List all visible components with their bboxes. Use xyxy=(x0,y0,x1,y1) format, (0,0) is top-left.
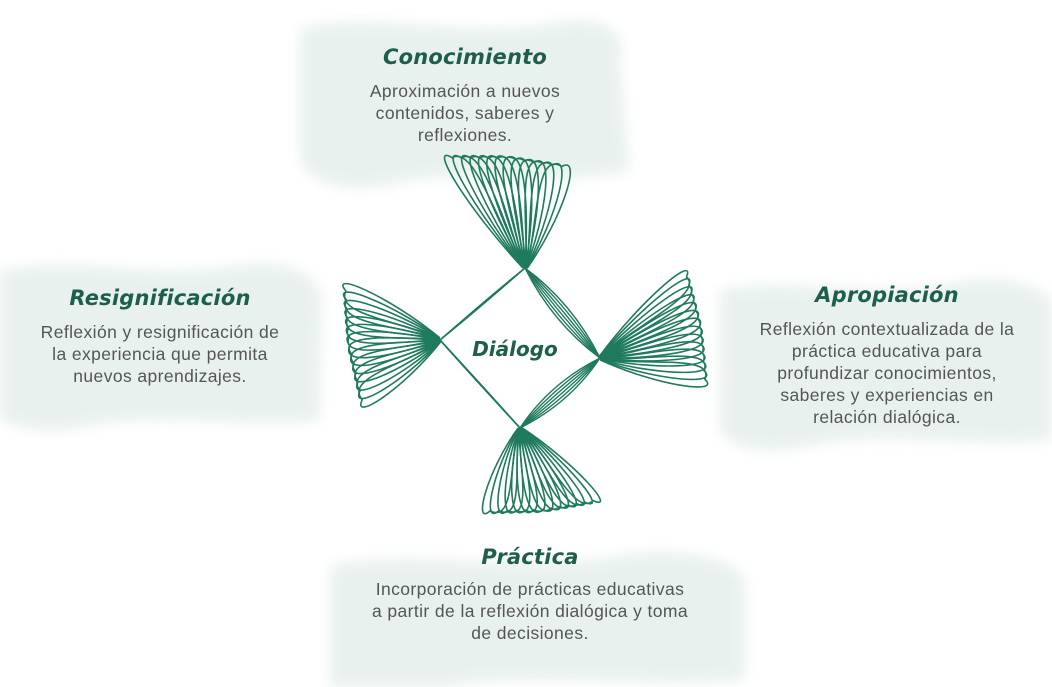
description-line: reflexiones. xyxy=(417,125,513,145)
section-title: Resignificación xyxy=(69,286,251,310)
spiral-arm-right xyxy=(598,270,709,388)
description-line: Aproximación a nuevos xyxy=(369,81,561,101)
wash-bottom xyxy=(330,551,745,687)
description-line: la experiencia que permita xyxy=(52,344,268,364)
description-line: Reflexión y resignificación de xyxy=(40,322,280,342)
description-line: nuevos aprendizajes. xyxy=(73,366,247,386)
connector-strand xyxy=(524,267,601,359)
spiral-loop xyxy=(526,163,572,269)
spiral-arm-bottom xyxy=(481,427,602,515)
connector-strand xyxy=(519,357,601,429)
spiral-loop xyxy=(600,355,708,381)
wash-left xyxy=(0,263,322,431)
connector-strand xyxy=(439,267,526,341)
section-title: Práctica xyxy=(481,545,579,569)
section-description: Reflexión contextualizada de la práctica… xyxy=(722,318,1052,428)
description-line: saberes y experiencias en xyxy=(780,385,994,405)
connector-strand xyxy=(524,267,601,359)
connector-strand xyxy=(519,357,601,429)
section-description: Aproximación a nuevos contenidos, sabere… xyxy=(300,80,630,146)
spiral-connector xyxy=(439,339,521,429)
wash-top xyxy=(300,20,630,189)
connector-strand xyxy=(519,357,601,429)
spiral-loop xyxy=(600,359,709,388)
description-line: relación dialógica. xyxy=(813,407,961,427)
spiral-loop xyxy=(354,340,441,391)
section-conocimiento: Conocimiento Aproximación a nuevos conte… xyxy=(300,44,630,146)
spiral-loop xyxy=(521,427,602,505)
section-description: Incorporación de prácticas educativas a … xyxy=(320,578,740,644)
connector-strand xyxy=(519,357,601,429)
spiral-arm-left xyxy=(342,282,441,408)
connector-strand xyxy=(524,267,601,359)
spiral-connector xyxy=(439,267,526,341)
spiral-loop xyxy=(358,341,441,408)
connector-strand xyxy=(524,267,601,359)
background-washes xyxy=(0,20,1052,687)
section-apropiacion: Apropiación Reflexión contextualizada de… xyxy=(722,282,1052,428)
spiral-loop xyxy=(599,286,695,358)
description-line: práctica educativa para xyxy=(791,341,983,361)
spiral-loop xyxy=(520,427,586,507)
spiral-connector xyxy=(519,357,601,429)
spiral-connector xyxy=(524,267,601,359)
spiral-arm-top xyxy=(443,154,572,269)
spiral-loop xyxy=(520,427,578,509)
connector-strand xyxy=(519,357,601,429)
description-line: de decisiones. xyxy=(471,623,589,643)
section-title: Apropiación xyxy=(815,283,959,307)
connector-strand xyxy=(524,267,601,359)
wash-right xyxy=(720,279,1052,451)
center-label: Diálogo xyxy=(472,337,558,361)
description-line: profundizar conocimientos, xyxy=(777,363,997,383)
spiral-loop xyxy=(356,341,441,400)
section-description: Reflexión y resignificación de la experi… xyxy=(0,321,320,387)
connector-strand xyxy=(439,339,521,429)
spiral-loop xyxy=(521,427,594,506)
description-line: Reflexión contextualizada de la xyxy=(759,319,1015,339)
spiral-lines xyxy=(342,154,709,515)
description-line: Incorporación de prácticas educativas xyxy=(375,579,685,599)
section-practica: Práctica Incorporación de prácticas educ… xyxy=(320,544,740,644)
spiral-loop xyxy=(599,278,693,357)
description-line: a partir de la reflexión dialógica y tom… xyxy=(371,601,688,621)
connector-strand xyxy=(519,357,601,429)
spiral-loop xyxy=(443,154,524,269)
description-line: contenidos, saberes y xyxy=(375,103,555,123)
section-resignificacion: Resignificación Reflexión y resignificac… xyxy=(0,285,320,387)
section-title: Conocimiento xyxy=(382,45,547,69)
connector-strand xyxy=(524,267,601,359)
spiral-loop xyxy=(352,340,441,383)
